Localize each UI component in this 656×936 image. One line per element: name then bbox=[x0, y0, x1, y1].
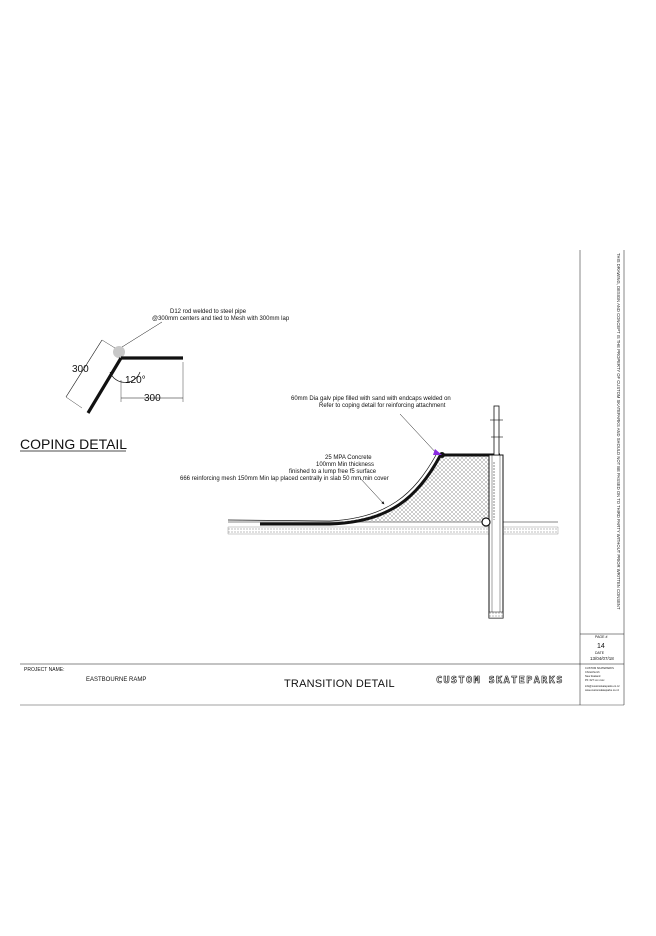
brand-logo: CUSTOM SKATEPARKS bbox=[436, 675, 564, 687]
date-label: DATE bbox=[595, 651, 605, 655]
copyright-notice: THIS DRAWING, DESIGN AND CONCEPT IS THE … bbox=[616, 253, 621, 610]
coping-detail-heading: COPING DETAIL bbox=[20, 436, 128, 452]
coping-pipe-circle bbox=[113, 346, 125, 358]
coping-note-marker bbox=[433, 449, 442, 455]
coping-ref-line2: Refer to coping detail for reinforcing a… bbox=[319, 403, 446, 409]
coping-leader bbox=[121, 321, 163, 348]
page-number: 14 bbox=[597, 643, 605, 650]
coping-ref-line1: 60mm Dia galv pipe filled with sand with… bbox=[291, 396, 451, 402]
contact-line3: New Zealand bbox=[585, 675, 601, 678]
transition-slab bbox=[260, 455, 442, 526]
coping-note-leader bbox=[399, 413, 439, 456]
coping-note-line2: @300mm centers and tied to Mesh with 300… bbox=[152, 316, 290, 322]
footing-post bbox=[488, 454, 504, 619]
dim-label-vertical: 300 bbox=[72, 364, 89, 375]
project-name-label: PROJECT NAME: bbox=[24, 667, 65, 673]
coping-note-line1: D12 rod welded to steel pipe bbox=[170, 309, 247, 315]
contact-line6: www.customskateparks.co.nz bbox=[585, 689, 620, 692]
gravel-base bbox=[227, 526, 559, 535]
coping-angled-leg bbox=[86, 357, 123, 414]
concrete-note-line1: 25 MPA Concrete bbox=[325, 455, 372, 461]
contact-line1: CUSTOM SKATEPARKS bbox=[585, 667, 614, 670]
date-value: 13/04/07/18 bbox=[590, 656, 614, 661]
dim-line-vertical bbox=[65, 339, 103, 398]
coping-detail-sketch bbox=[65, 321, 184, 414]
contact-line5: info@customskateparks.co.nz bbox=[585, 685, 620, 688]
angle-arc bbox=[109, 371, 141, 383]
transition-section bbox=[227, 405, 559, 619]
concrete-fill bbox=[330, 455, 497, 522]
page-label: PAGE # bbox=[595, 635, 608, 639]
concrete-note-line2: 100mm Min thickness bbox=[316, 462, 375, 468]
concrete-note-line4: 666 reinforcing mesh 150mm Min lap place… bbox=[180, 476, 389, 482]
drawing-title: TRANSITION DETAIL bbox=[284, 678, 395, 690]
railing-post bbox=[493, 405, 500, 456]
concrete-note-line3: finished to a lump free f5 surface bbox=[289, 469, 377, 475]
drain-pipe bbox=[481, 517, 491, 527]
dim-label-horizontal: 300 bbox=[144, 393, 161, 404]
title-block-frame bbox=[20, 250, 625, 706]
concrete-note-leader bbox=[359, 477, 385, 505]
contact-line2: Christchurch bbox=[585, 671, 600, 674]
contact-line4: Ph: 027 xxx xxxx bbox=[585, 679, 605, 682]
project-name: EASTBOURNE RAMP bbox=[86, 677, 147, 683]
angle-label: 120° bbox=[125, 375, 146, 386]
